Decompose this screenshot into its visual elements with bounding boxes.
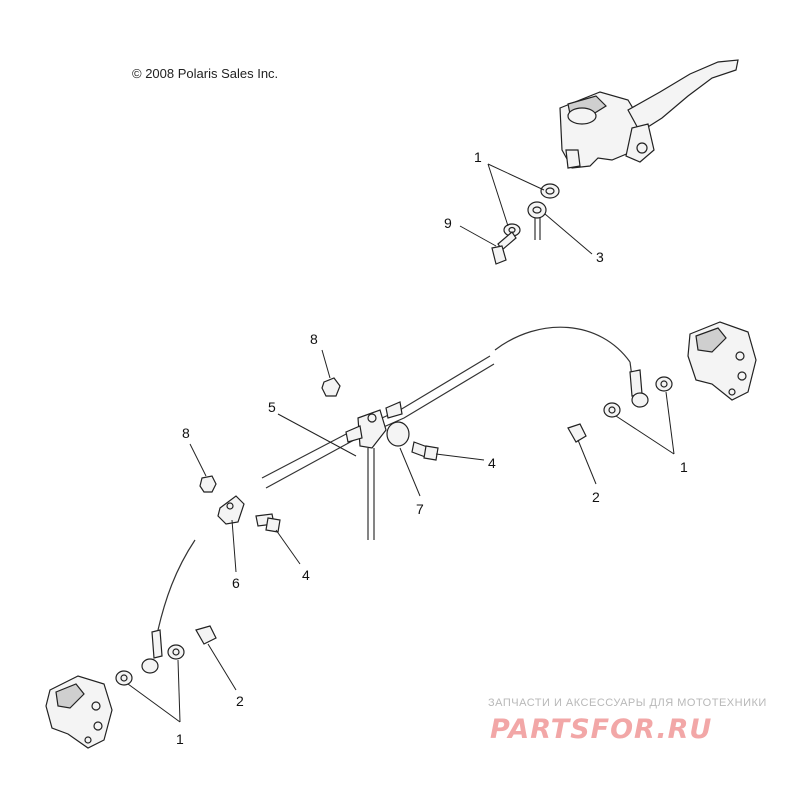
nut-8-left (199, 475, 217, 493)
callout-4-right: 4 (488, 455, 496, 471)
clip-6 (217, 495, 245, 525)
master-cylinder-assembly (559, 59, 739, 169)
callout-8-top: 8 (310, 331, 318, 347)
callout-1-right: 1 (680, 459, 688, 475)
nut-8-top (321, 377, 341, 397)
bolt-4-left (255, 513, 281, 533)
callout-5: 5 (268, 399, 276, 415)
callout-1-top: 1 (474, 149, 482, 165)
callout-7: 7 (416, 501, 424, 517)
bolt-2-left (195, 625, 217, 645)
copyright-text: © 2008 Polaris Sales Inc. (132, 66, 278, 81)
watermark-tagline: ЗАПЧАСТИ И АКСЕССУАРЫ ДЛЯ МОТОТЕХНИКИ (488, 697, 767, 709)
callout-4-left: 4 (302, 567, 310, 583)
bolt-2-right (567, 423, 587, 443)
brake-lines (157, 326, 635, 631)
callout-3: 3 (596, 249, 604, 265)
callout-8-left: 8 (182, 425, 190, 441)
callout-9: 9 (444, 215, 452, 231)
watermark-logo: PARTSFOR.RU (490, 714, 712, 745)
callout-6: 6 (232, 575, 240, 591)
spacer-7 (386, 421, 410, 447)
top-fittings (491, 183, 560, 265)
callout-2-right: 2 (592, 489, 600, 505)
caliper-left (45, 625, 217, 749)
banjo-fitting-right (631, 392, 649, 408)
t-junction-block (345, 401, 403, 449)
callout-1-bottom: 1 (176, 731, 184, 747)
callout-2-left: 2 (236, 693, 244, 709)
caliper-right (567, 321, 757, 443)
bolt-4-right (411, 441, 439, 461)
banjo-fitting-left (141, 658, 159, 674)
